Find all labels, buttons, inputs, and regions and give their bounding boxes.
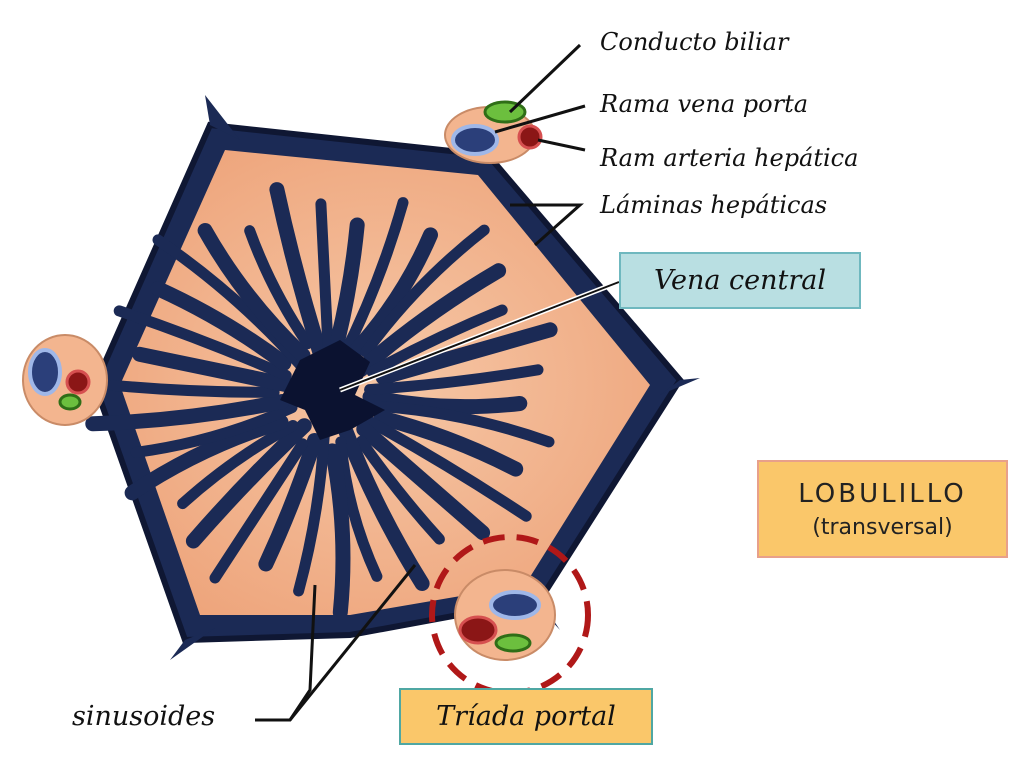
sinusoid-channel (324, 443, 351, 620)
sinusoid-channel (113, 305, 292, 381)
triada-portal-box: Tríada portal (399, 688, 653, 745)
sinusoid-channel (85, 394, 290, 432)
label-rama-arteria-hepatica: Ram arteria hepática (600, 144, 859, 172)
sinusoid-channel (197, 223, 311, 363)
sinusoid-channel (356, 421, 491, 541)
sinusoid-channel (356, 435, 445, 545)
sinusoid-channel (362, 389, 528, 415)
leader-vena-porta (494, 104, 586, 134)
portal-triad-left (22, 334, 108, 426)
sinusoids (85, 182, 558, 620)
vena-central-label: Vena central (653, 265, 827, 296)
sinusoid-channel (107, 379, 280, 398)
sinusoid-channel (130, 402, 298, 458)
leader-sinusoides (255, 584, 317, 722)
leader-sinusoides-2 (288, 564, 417, 721)
sinusoid-channel (124, 414, 289, 501)
lobulillo-subtitle: (transversal) (812, 514, 953, 540)
central-vein (280, 340, 385, 440)
sinusoid-channel (132, 346, 299, 394)
triada-portal-label: Tríada portal (436, 701, 616, 732)
leader-arteria (537, 138, 586, 152)
label-rama-vena-porta: Rama vena porta (600, 90, 809, 118)
sinusoid-channel (150, 281, 292, 371)
hepatic-artery-branch-shape (517, 124, 543, 150)
sinusoid-channel (364, 364, 544, 396)
sinusoid-channel (177, 420, 299, 510)
sinusoid-channel (258, 433, 323, 572)
portal-vein-branch-shape (451, 124, 499, 156)
sinusoid-channel (338, 424, 430, 591)
sinusoid-channel (269, 182, 329, 364)
sinusoid-channel (360, 224, 490, 358)
sinusoid-channel (373, 410, 524, 477)
label-sinusoides: sinusoides (72, 701, 216, 732)
leader-conducto (508, 43, 582, 114)
sinusoid-channel (366, 304, 508, 378)
sinusoid-channel (152, 234, 308, 373)
portal-triad-bottom (454, 569, 556, 661)
sinusoid-channel (315, 198, 334, 353)
leader-vena-central-inner (339, 281, 620, 391)
sinusoid-channel (330, 217, 365, 348)
sinusoid-channel (337, 197, 409, 363)
sinusoid-channel (346, 227, 438, 361)
sinusoid-channel (353, 263, 507, 378)
leader-laminas (510, 203, 584, 247)
sinusoid-channel (244, 225, 314, 350)
sinusoid-channel (185, 418, 312, 549)
sinusoid-channel (375, 322, 558, 385)
vena-central-box: Vena central (619, 252, 861, 309)
sinusoid-channel (357, 412, 532, 522)
sinusoid-channel (371, 400, 555, 448)
label-laminas-hepaticas: Láminas hepáticas (600, 191, 828, 219)
leader-lines (255, 43, 620, 722)
sinusoid-channel (209, 438, 309, 584)
portal-triad-top (444, 100, 543, 164)
label-conducto-biliar: Conducto biliar (600, 28, 789, 56)
lobulillo-title: LOBULILLO (798, 478, 967, 509)
central-vein-shape (280, 340, 385, 440)
lobulillo-box: LOBULILLO (transversal) (757, 460, 1008, 558)
sinusoid-channel (293, 429, 330, 597)
sinusoid-channel (335, 436, 383, 582)
